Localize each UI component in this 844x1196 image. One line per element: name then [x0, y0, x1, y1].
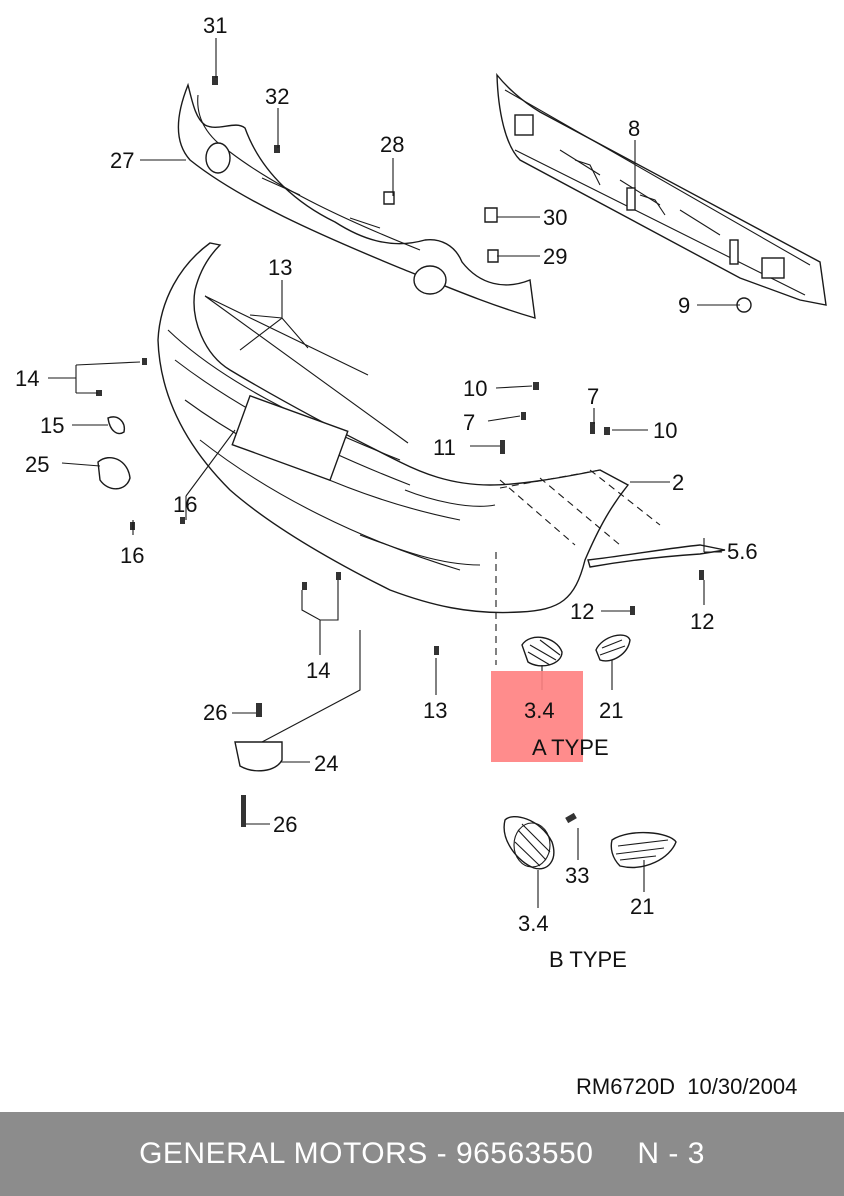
leader-lines — [48, 38, 740, 908]
callout-10: 10 — [653, 418, 677, 443]
callout-26: 26 — [273, 812, 297, 837]
callout-5-6: 5.6 — [727, 539, 758, 564]
bumper-parts-diagram: 31 32 27 28 30 29 8 9 13 14 15 25 16 16 … — [15, 13, 827, 1099]
callout-11: 11 — [433, 435, 456, 460]
fog-cover-b-type — [503, 812, 677, 870]
footer-bar: GENERAL MOTORS - 96563550 N - 3 — [0, 1112, 844, 1196]
hardware-clips — [96, 76, 752, 827]
callout-12: 12 — [690, 609, 714, 634]
callout-12: 12 — [570, 599, 594, 624]
callout-13: 13 — [423, 698, 447, 723]
callout-26: 26 — [203, 700, 227, 725]
callout-29: 29 — [543, 244, 567, 269]
callout-9: 9 — [678, 293, 690, 318]
type-a-label: A TYPE — [532, 735, 609, 760]
callout-7: 7 — [587, 384, 599, 409]
part-2-front-bumper — [157, 242, 661, 665]
callout-3-4: 3.4 — [524, 698, 555, 723]
callout-30: 30 — [543, 205, 567, 230]
callout-21: 21 — [599, 698, 623, 723]
type-b-label: B TYPE — [549, 947, 627, 972]
callout-16: 16 — [173, 492, 197, 517]
callout-14: 14 — [15, 366, 39, 391]
fog-cover-a-type — [521, 634, 631, 667]
reference-code: RM6720D 10/30/2004 — [576, 1074, 797, 1099]
callout-13: 13 — [268, 255, 292, 280]
callout-15: 15 — [40, 413, 64, 438]
callout-21: 21 — [630, 894, 654, 919]
callout-33: 33 — [565, 863, 589, 888]
part-8-impact-bar — [496, 72, 827, 306]
callout-28: 28 — [380, 132, 404, 157]
callout-8: 8 — [628, 116, 640, 141]
callout-32: 32 — [265, 84, 289, 109]
footer-page: N - 3 — [637, 1137, 705, 1170]
callout-24: 24 — [314, 751, 338, 776]
callout-2: 2 — [672, 470, 684, 495]
callout-labels: 31 32 27 28 30 29 8 9 13 14 15 25 16 16 … — [15, 13, 797, 1099]
callout-31: 31 — [203, 13, 227, 38]
callout-7: 7 — [463, 410, 475, 435]
callout-10: 10 — [463, 376, 487, 401]
callout-16: 16 — [120, 543, 144, 568]
callout-25: 25 — [25, 452, 49, 477]
part-27-upper-fascia — [177, 82, 536, 319]
callout-3-4: 3.4 — [518, 911, 549, 936]
footer-part-number: GENERAL MOTORS - 96563550 — [139, 1137, 594, 1170]
callout-27: 27 — [110, 148, 134, 173]
callout-14: 14 — [306, 658, 330, 683]
highlight-box — [491, 671, 583, 762]
